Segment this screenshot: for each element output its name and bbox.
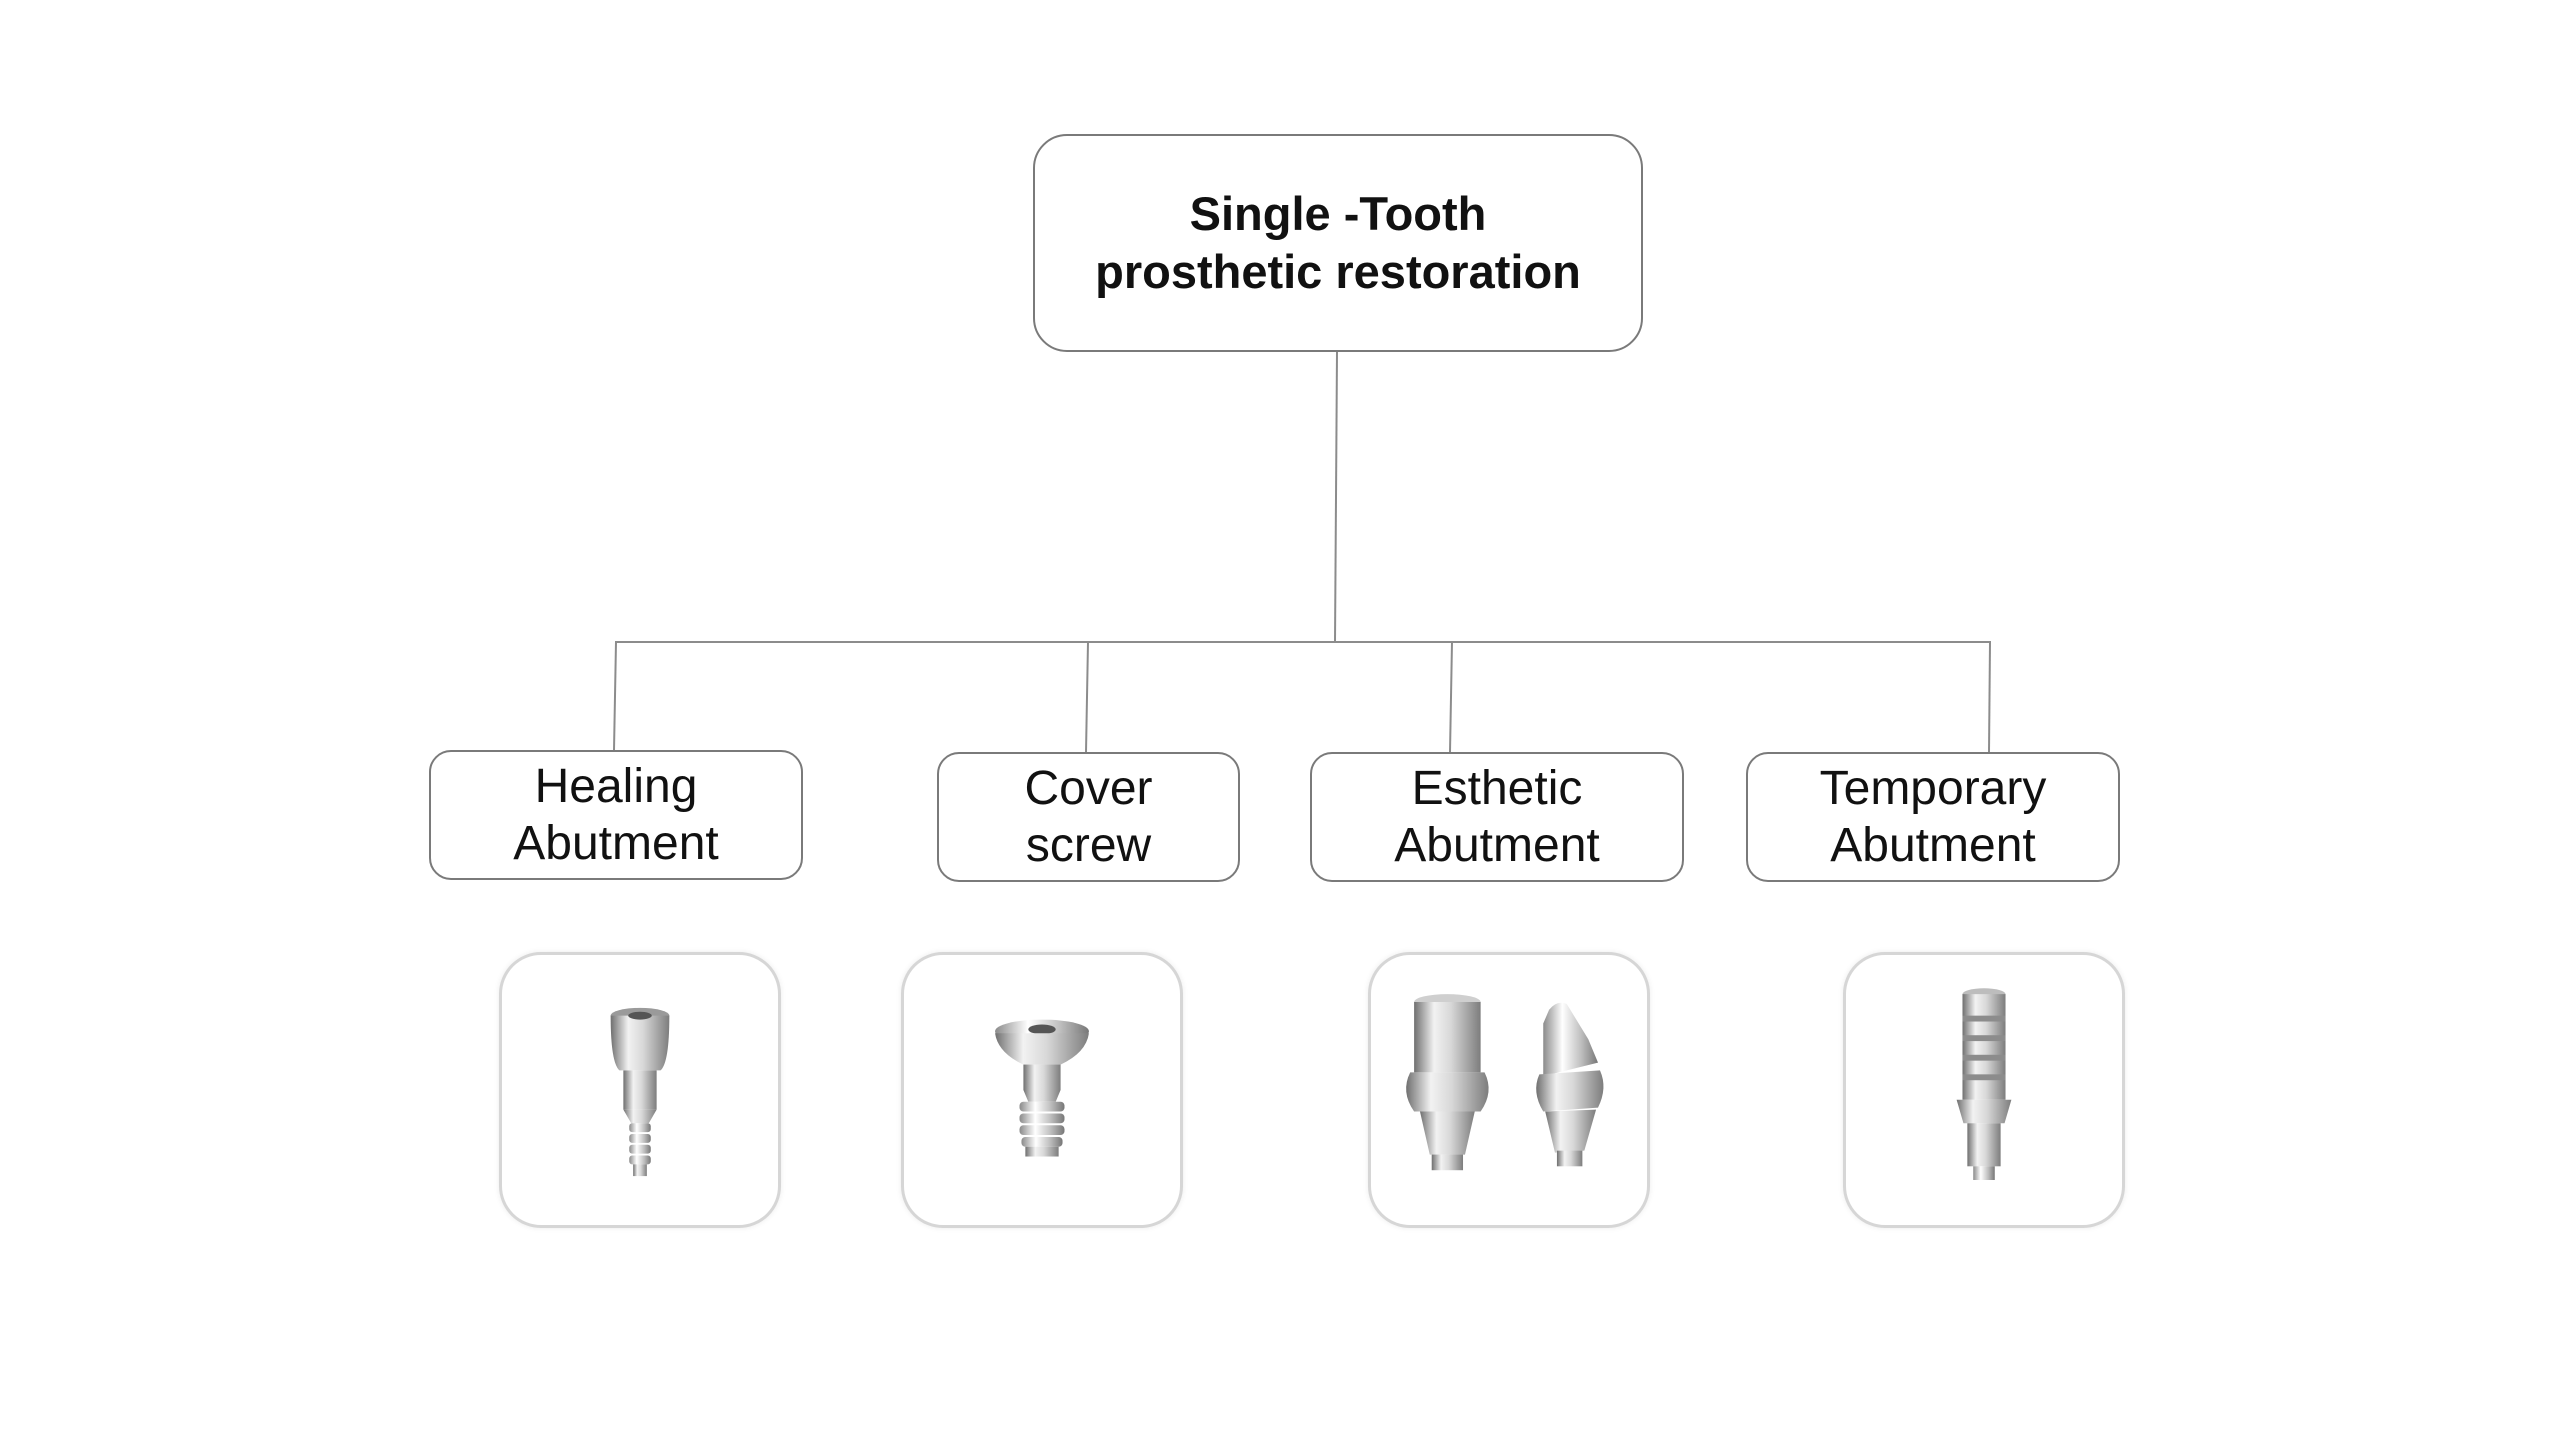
node-label-line1: Cover (1024, 762, 1153, 815)
esthetic-abutment-icon (1406, 994, 1604, 1171)
node-cover-screw: Cover screw (937, 752, 1240, 882)
root-label-line1: Single -Tooth (1189, 187, 1487, 240)
root-stem-line (1334, 351, 1338, 643)
healing-abutment-icon (610, 1007, 670, 1177)
cover-screw-image (901, 952, 1183, 1228)
branch-line-esthetic (1449, 641, 1453, 753)
node-label-line2: Abutment (1394, 819, 1600, 872)
node-healing-abutment: Healing Abutment (429, 750, 803, 880)
root-node: Single -Tooth prosthetic restoration (1033, 134, 1643, 352)
node-label-line1: Temporary (1819, 762, 2047, 815)
node-label-line1: Healing (534, 760, 698, 813)
node-label-line2: Abutment (513, 817, 719, 870)
node-label-line1: Esthetic (1411, 762, 1583, 815)
node-temporary-abutment: Temporary Abutment (1746, 752, 2120, 882)
root-label-line2: prosthetic restoration (1095, 245, 1581, 298)
healing-abutment-image (499, 952, 781, 1228)
node-esthetic-abutment: Esthetic Abutment (1310, 752, 1684, 882)
temporary-abutment-icon (1956, 988, 2012, 1180)
branch-line-temporary (1988, 641, 1991, 753)
esthetic-abutment-image (1368, 952, 1650, 1228)
node-label-line2: Abutment (1830, 819, 2036, 872)
cover-screw-icon (995, 1019, 1089, 1157)
branch-line-healing (613, 641, 617, 751)
temporary-abutment-image (1843, 952, 2125, 1228)
branch-line-cover (1085, 641, 1089, 753)
node-label-line2: screw (1025, 819, 1152, 872)
